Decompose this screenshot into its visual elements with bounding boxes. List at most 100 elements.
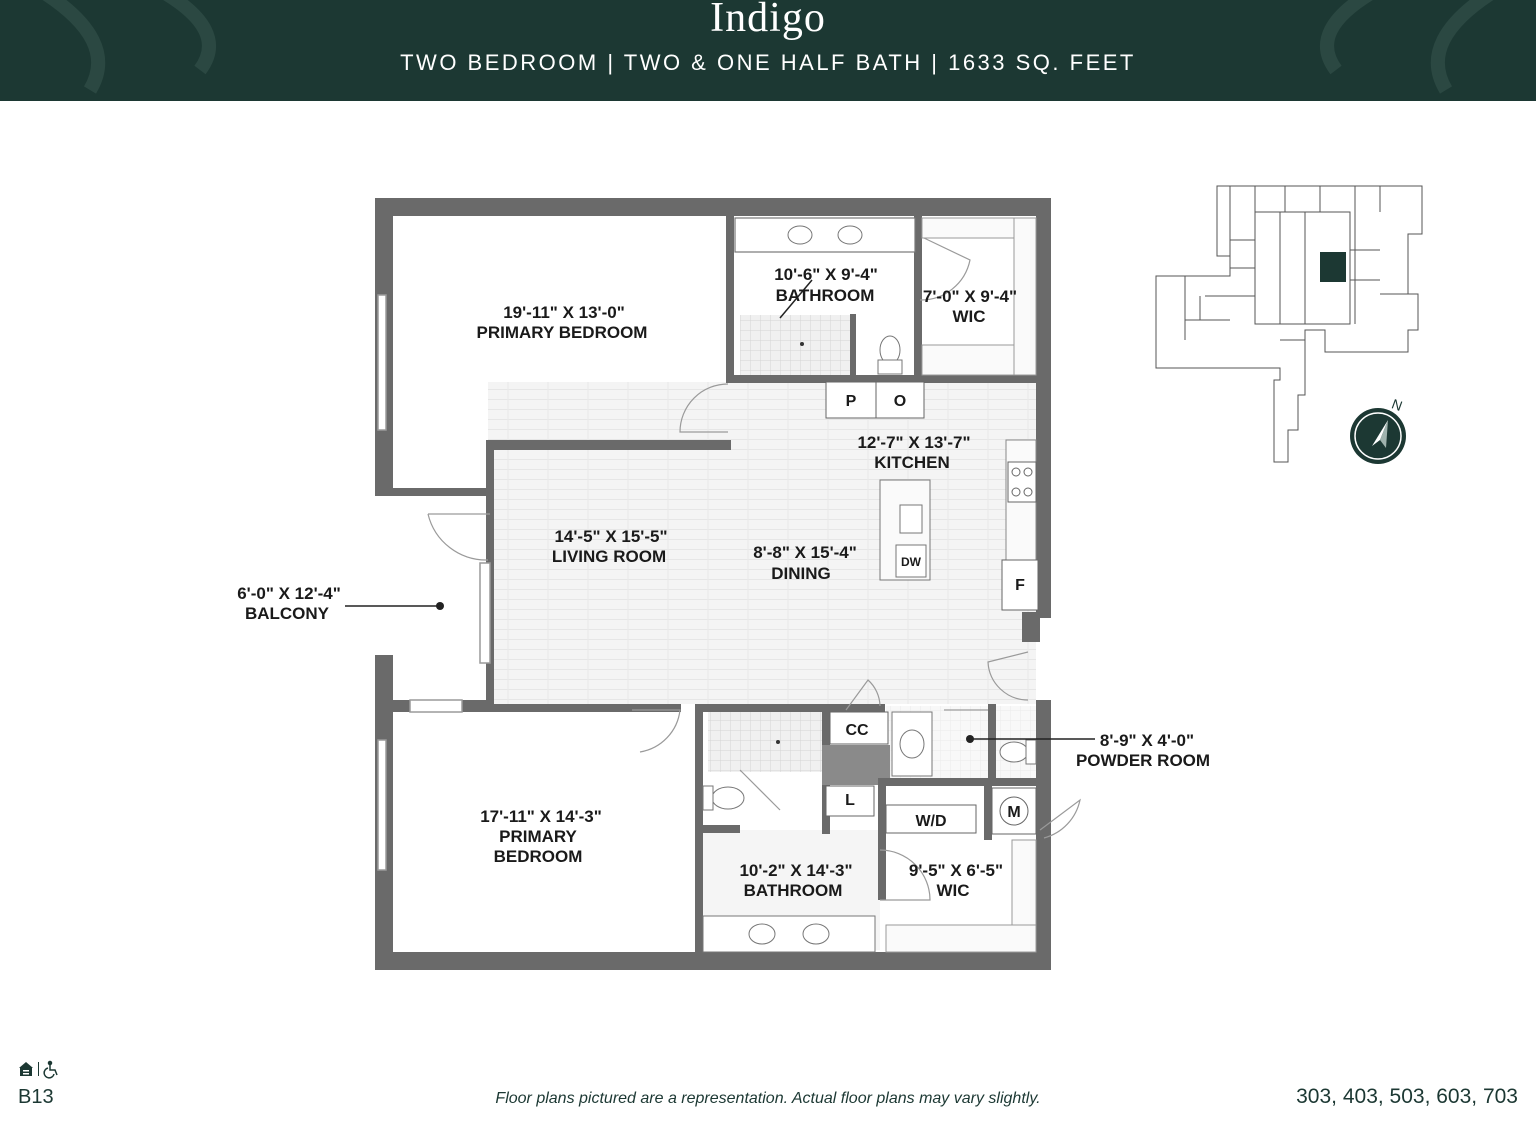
key-plan [1155,185,1423,463]
shelf-5 [1011,839,1037,926]
drain-icon [776,740,780,744]
bedroom1-name: PRIMARY BEDROOM [477,323,648,342]
balcony-marker [436,602,444,610]
burner-icon [1011,487,1021,497]
bedroom2-name-line2: BEDROOM [494,847,583,866]
wall-bedroom2-top [486,704,681,712]
dining-dims: 8'-8" X 15'-4" [753,543,857,562]
plan-subtitle: TWO BEDROOM | TWO & ONE HALF BATH | 1633… [400,50,1136,75]
wic1-dims: 7'-0" X 9'-4" [923,287,1017,306]
wall-bath1-bottom [726,375,1040,383]
water-heater-icon [999,796,1029,826]
powder-vanity [891,711,933,777]
window-bedroom1 [377,294,387,431]
dishwasher-box [895,544,927,578]
equal-housing-icon [19,1062,33,1076]
burner-icon [1023,487,1033,497]
wall-bath2-left [695,704,703,954]
bath1-name: BATHROOM [776,286,875,305]
wall-wic2-top [878,778,1038,786]
wall-bottom [375,952,1051,970]
sink-icon [899,729,925,759]
wall-right-lower [1036,700,1051,970]
unit-location-marker [1320,252,1346,282]
shelf-3 [1013,217,1037,376]
window-bedroom2 [377,739,387,871]
door-swings [427,237,1081,901]
slider-balcony [479,562,491,664]
oven-label: O [894,393,906,410]
wic2-name: WIC [936,881,969,900]
wall-bath1-left [726,216,734,381]
leader-lines [345,279,1095,740]
washer-dryer-box [885,804,977,834]
floors [488,315,1036,950]
wall-bath2-top [695,704,885,712]
shelf-4 [885,924,1037,953]
living-dims: 14'-5" X 15'-5" [554,527,667,546]
toilet-icon [999,741,1029,763]
wall-balcony-top [375,488,490,496]
wheelchair-icon [43,1060,58,1079]
powder-name: POWDER ROOM [1076,751,1210,770]
fridge-label: F [1015,577,1025,594]
wall-right-upper [1036,198,1051,618]
wall-wic2-left [878,780,886,900]
toilet-tank-icon [702,785,714,811]
wall-top [375,198,1051,216]
disclaimer-text: Floor plans pictured are a representatio… [495,1090,1041,1107]
wall-powder-left [988,704,996,778]
vanity-2 [702,915,876,953]
toilet-tank-icon [877,359,903,375]
compass-north-label: N [1390,396,1405,414]
ornament-decoration [42,0,1494,94]
bedroom1-dims: 19'-11" X 13'-0" [503,303,625,322]
balcony-name: BALCONY [245,604,330,623]
linen-box [825,785,875,817]
wall-bath2-mid [700,825,740,833]
cooktop-icon [1007,461,1037,503]
drain-icon [800,342,804,346]
burner-icon [1011,467,1021,477]
dining-name: DINING [771,564,831,583]
sink-icon [802,923,830,945]
bath1-dims: 10'-6" X 9'-4" [774,265,878,284]
kitchen-dims: 12'-7" X 13'-7" [857,433,970,452]
wall-mech-left [984,785,992,840]
compass-icon: N [1350,396,1406,464]
shower-1 [740,315,850,375]
wall-entry-jamb [1022,612,1040,642]
shelf-1 [921,217,1018,239]
dishwasher-label: DW [901,555,922,569]
wall-wic1-left [914,216,922,376]
island-sink-icon [899,504,923,534]
mechanical-label: M [1007,804,1020,821]
bath2-name: BATHROOM [744,881,843,900]
bedroom2-name-line1: PRIMARY [499,827,577,846]
window-balcony [409,699,463,713]
plan-title: Indigo [710,0,826,41]
header-banner: Indigo TWO BEDROOM | TWO & ONE HALF BATH… [0,0,1536,101]
coat-closet-box [829,711,889,745]
bedroom2-dims: 17'-11" X 14'-3" [480,807,602,826]
sink-icon [787,225,813,245]
pantry-label: P [846,393,857,410]
coat-closet-label: CC [845,722,869,739]
wic2-dims: 9'-5" X 6'-5" [909,861,1003,880]
fixtures [702,217,1039,953]
oven-box [875,381,925,419]
windows [377,294,491,871]
toilet-tank-icon [1025,739,1037,765]
shelf-2 [921,344,1018,376]
sink-icon [748,923,776,945]
sink-icon [837,225,863,245]
wall-bedroom1-bottom [486,440,731,450]
toilet-icon [711,786,745,810]
powder-dims: 8'-9" X 4'-0" [1100,731,1194,750]
kitchen-name: KITCHEN [874,453,950,472]
living-name: LIVING ROOM [552,547,666,566]
bath2-dims: 10'-2" X 14'-3" [739,861,852,880]
powder-marker [966,735,974,743]
balcony-dims: 6'-0" X 12'-4" [237,584,341,603]
